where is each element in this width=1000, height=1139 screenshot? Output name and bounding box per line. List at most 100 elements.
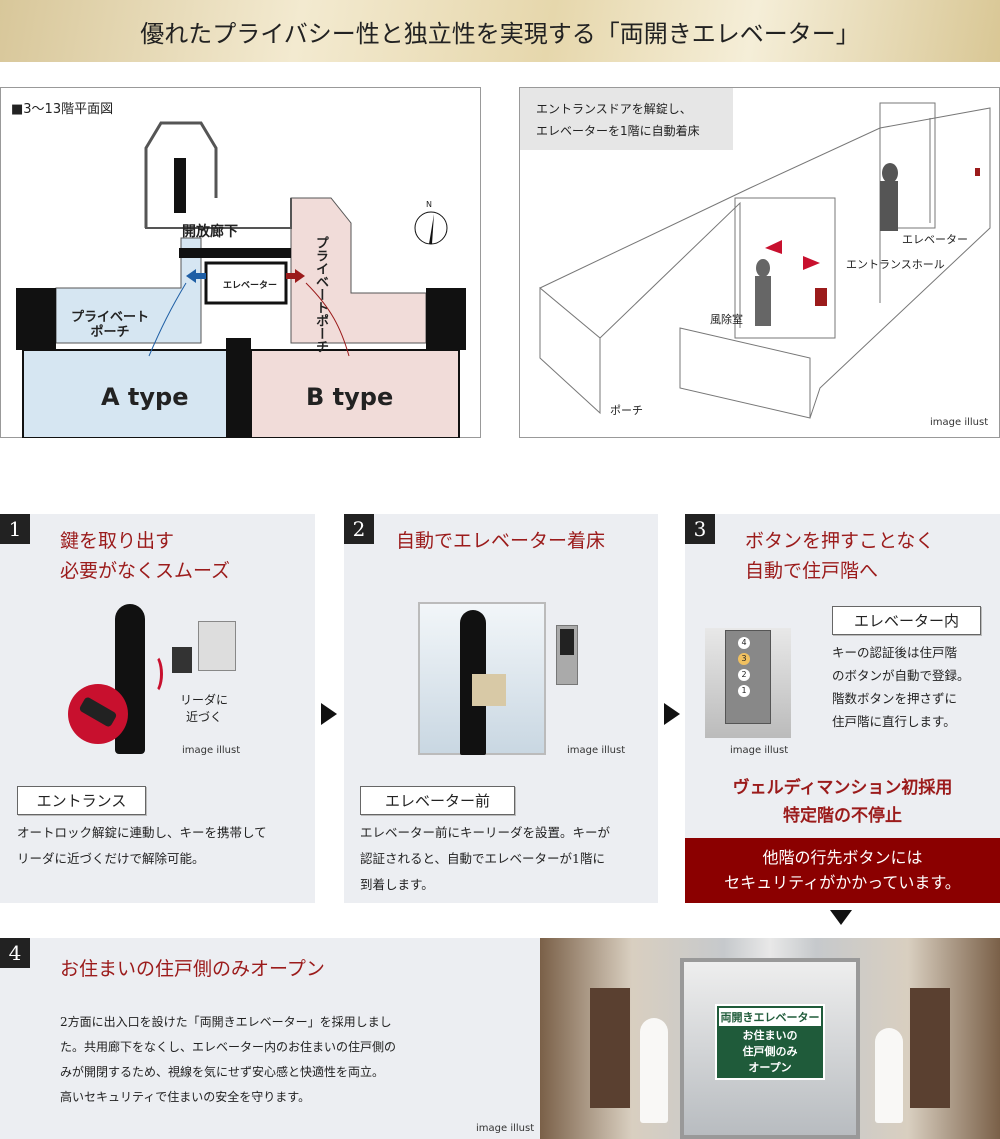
step-number: 3 — [685, 514, 715, 544]
arrow-down-icon — [830, 910, 852, 925]
button-plate: 4 3 2 1 — [725, 630, 771, 724]
person-right-icon — [875, 1028, 903, 1123]
north-label: N — [426, 200, 432, 209]
step-number: 4 — [0, 938, 30, 968]
text-line: 2方面に出入口を設けた「両開きエレベーター」を採用しまし — [60, 1015, 392, 1029]
sign-line: 住戸側のみ — [742, 1045, 798, 1058]
text-line: 認証されると、自動でエレベーターが1階に — [360, 851, 605, 866]
entrance-drawing — [539, 102, 991, 419]
step-title: 自動でエレベーター着床 — [396, 530, 606, 552]
text-line: みが開閉するため、視線を気にせず安心感と快適性を両立。 — [60, 1065, 385, 1079]
illust-note: image illust — [476, 1123, 535, 1134]
elevator-door-illustration — [418, 602, 546, 755]
reader-line1: リーダに — [180, 693, 229, 707]
title-line1: 鍵を取り出す — [60, 530, 175, 552]
sign-line: オープン — [748, 1061, 792, 1074]
floor-button: 4 — [738, 637, 750, 649]
porch-a-line1: プライベート — [71, 310, 150, 325]
door-right — [910, 988, 950, 1108]
security-banner: 他階の行先ボタンにはセキュリティがかかっています。 — [685, 838, 1000, 903]
type-a-label: A type — [101, 383, 189, 411]
floor-plan-title: ■3〜13階平面図 — [11, 102, 114, 117]
floor-plan: ■3〜13階平面図 開放廊下 エレベーター プライベートポーチ プライベートポー… — [0, 87, 481, 438]
step-2-panel: 2 自動でエレベーター着床 image illust エレベーター前 エレベータ… — [344, 514, 658, 903]
floor-button: 2 — [738, 669, 750, 681]
title-line2: 自動で住戸階へ — [745, 560, 879, 582]
illust-note: image illust — [567, 745, 626, 756]
step-title: 鍵を取り出す必要がなくスムーズ — [60, 526, 230, 586]
double-door-elevator-photo: 両開きエレベーター お住まいの住戸側のみオープン — [540, 938, 1000, 1139]
label-hall: エントランスホール — [846, 258, 945, 271]
step-text: エレベーター前にキーリーダを設置。キーが認証されると、自動でエレベーターが1階に… — [360, 820, 610, 898]
label-elevator: エレベーター — [902, 233, 968, 246]
text-line: 高いセキュリティで住まいの安全を守ります。 — [60, 1090, 311, 1104]
type-b-label: B type — [306, 383, 394, 411]
floor-button: 1 — [738, 685, 750, 697]
illust-note: image illust — [930, 417, 989, 428]
text-line: オートロック解錠に連動し、キーを携帯して — [17, 825, 267, 840]
label-porch: ポーチ — [610, 404, 643, 417]
step-3-panel: 3 ボタンを押すことなく自動で住戸階へ 4 3 2 1 image illust… — [685, 514, 1000, 903]
text-line: 階数ボタンを押さずに — [832, 691, 958, 706]
step-title: ボタンを押すことなく自動で住戸階へ — [745, 526, 934, 586]
step-1-panel: 1 鍵を取り出す必要がなくスムーズ リーダに近づく image illust エ… — [0, 514, 315, 903]
porch-b-label: プライベートポーチ — [313, 236, 328, 353]
step-number: 1 — [0, 514, 30, 544]
step-tag: エレベーター前 — [360, 786, 515, 815]
highlight-line2: 特定階の不停止 — [783, 806, 902, 826]
porch-a-label: プライベートポーチ — [71, 310, 149, 340]
caption-line1: エントランスドアを解錠し、 — [536, 102, 692, 116]
text-line: のボタンが自動で登録。 — [832, 668, 970, 683]
intercom-panel-icon — [198, 621, 236, 671]
step-text: オートロック解錠に連動し、キーを携帯してリーダに近づくだけで解除可能。 — [17, 820, 267, 872]
sign-body: お住まいの住戸側のみオープン — [717, 1028, 823, 1076]
key-reader-panel-icon — [556, 625, 578, 685]
door-left — [590, 988, 630, 1108]
banner-line1: 他階の行先ボタンには — [762, 848, 923, 867]
highlight-line1: ヴェルディマンション初採用 — [732, 778, 953, 798]
title-line2: 必要がなくスムーズ — [60, 560, 231, 582]
arrow-right-icon — [664, 703, 680, 725]
entrance-caption: エントランスドアを解錠し、エレベーターを1階に自動着床 — [520, 88, 733, 150]
step-tag: エントランス — [17, 786, 146, 815]
title-line1: ボタンを押すことなく — [745, 530, 935, 552]
reader-label: リーダに近づく — [180, 692, 228, 726]
step-title: お住まいの住戸側のみオープン — [60, 958, 325, 980]
entrance-illustration: エントランスドアを解錠し、エレベーターを1階に自動着床 エレベーター エントラン… — [519, 87, 1000, 438]
sign-line: お住まいの — [742, 1029, 798, 1042]
unit-b — [250, 349, 460, 438]
sign-title: 両開きエレベーター — [719, 1008, 821, 1026]
text-line: 住戸階に直行します。 — [832, 714, 956, 729]
text-line: キーの認証後は住戸階 — [832, 645, 958, 660]
arrow-right-icon — [321, 703, 337, 725]
person-left-icon — [640, 1018, 668, 1123]
caption-line2: エレベーターを1階に自動着床 — [536, 124, 700, 138]
step-text: 2方面に出入口を設けた「両開きエレベーター」を採用しました。共用廊下をなくし、エ… — [60, 1010, 396, 1110]
step-text: キーの認証後は住戸階のボタンが自動で登録。階数ボタンを押さずに住戸階に直行します… — [832, 641, 970, 733]
text-line: た。共用廊下をなくし、エレベーター内のお住まいの住戸側の — [60, 1040, 397, 1054]
step-tag: エレベーター内 — [832, 606, 981, 635]
floor-buttons: 4 3 2 1 — [738, 637, 750, 697]
label-windbreak: 風除室 — [710, 313, 743, 326]
illust-note: image illust — [182, 745, 241, 756]
text-line: エレベーター前にキーリーダを設置。キーが — [360, 825, 611, 840]
page-title: 優れたプライバシー性と独立性を実現する「両開きエレベーター」 — [140, 19, 860, 48]
elevator-button-panel: 4 3 2 1 — [705, 628, 791, 738]
illust-note: image illust — [730, 745, 789, 756]
banner-line2: セキュリティがかかっています。 — [724, 873, 961, 892]
reader-line2: 近づく — [186, 710, 223, 724]
porch-a-line2: ポーチ — [90, 325, 130, 340]
text-line: リーダに近づくだけで解除可能。 — [17, 851, 205, 866]
reader-icon — [172, 647, 192, 673]
elevator-label: エレベーター — [223, 281, 278, 291]
step-number: 2 — [344, 514, 374, 544]
key-icon — [68, 684, 128, 744]
signal-waves-icon — [145, 654, 163, 694]
floor-button-active: 3 — [738, 653, 750, 665]
elevator-sign: 両開きエレベーター お住まいの住戸側のみオープン — [715, 1004, 825, 1080]
step-4-panel: 4 お住まいの住戸側のみオープン 2方面に出入口を設けた「両開きエレベーター」を… — [0, 938, 540, 1139]
floor-plan-drawing — [16, 121, 466, 438]
bag-icon — [472, 674, 506, 706]
text-line: 到着します。 — [360, 877, 434, 892]
highlight-text: ヴェルディマンション初採用特定階の不停止 — [685, 774, 1000, 830]
